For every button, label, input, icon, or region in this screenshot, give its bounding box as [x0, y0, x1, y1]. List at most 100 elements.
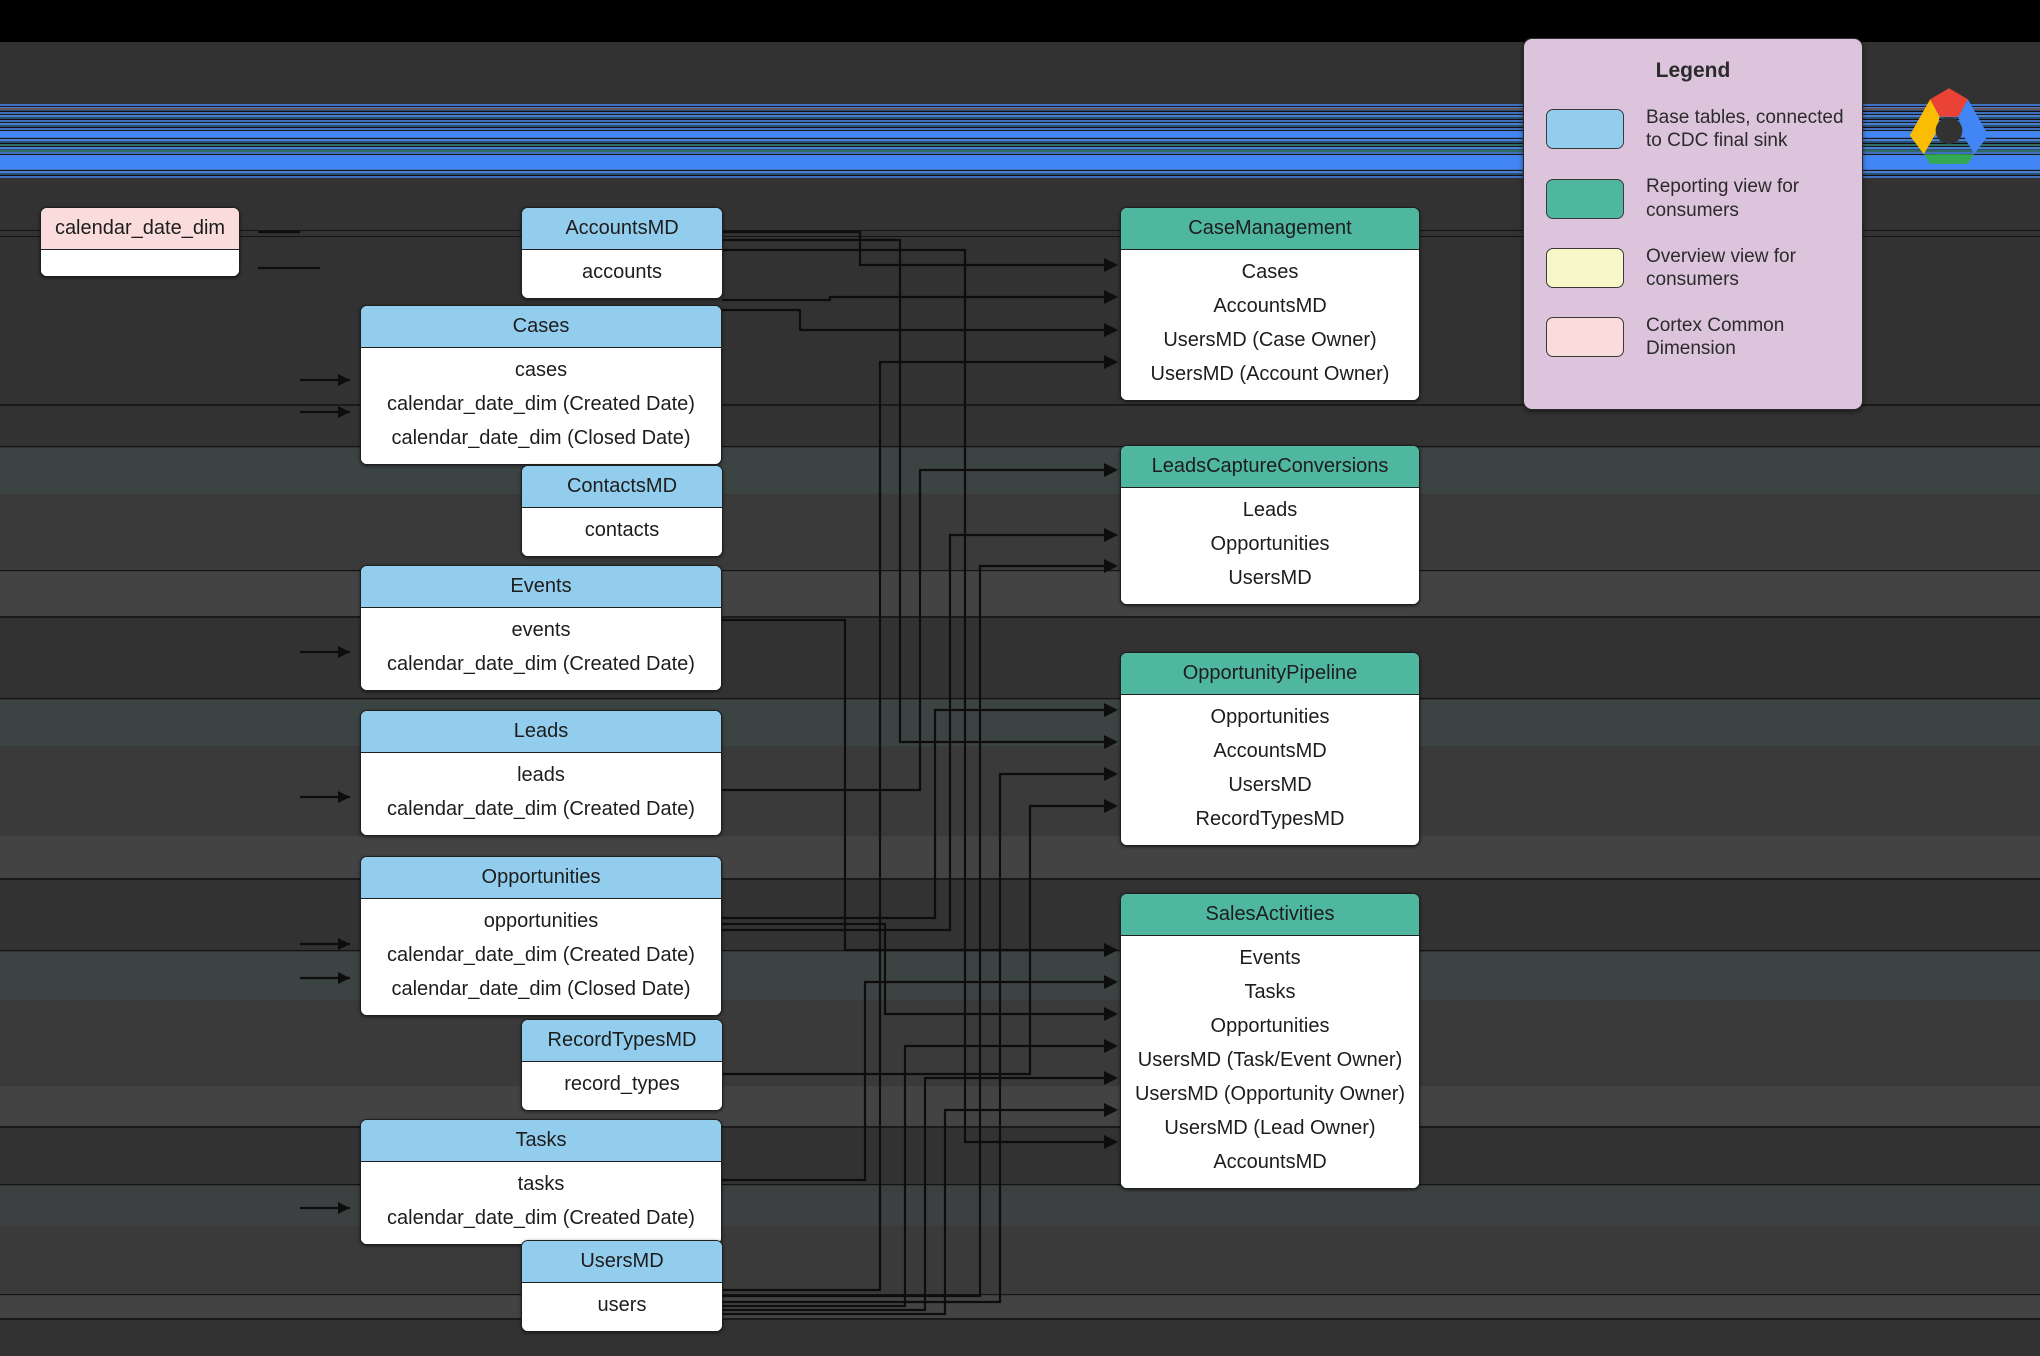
node-title: OpportunityPipeline: [1121, 653, 1419, 695]
background-band: [0, 836, 2040, 880]
node-field: opportunities: [483, 910, 599, 932]
node-field: contacts: [584, 519, 660, 541]
background-band: [0, 700, 2040, 746]
node-field: AccountsMD: [1213, 1151, 1327, 1173]
node-title: Tasks: [361, 1120, 721, 1162]
node-tasks[interactable]: Tasks tasks calendar_date_dim (Created D…: [360, 1119, 722, 1245]
node-salesactivities[interactable]: SalesActivities Events Tasks Opportuniti…: [1120, 893, 1420, 1189]
artifact-line: [0, 878, 2040, 880]
artifact-line: [0, 570, 2040, 571]
node-body: accounts: [522, 250, 722, 298]
node-title: Leads: [361, 711, 721, 753]
node-field: tasks: [517, 1173, 565, 1195]
node-body: tasks calendar_date_dim (Created Date): [361, 1162, 721, 1244]
artifact-line: [0, 698, 2040, 699]
node-field: Events: [1239, 947, 1301, 969]
legend-label: Reporting view for consumers: [1646, 176, 1800, 221]
artifact-line: [0, 950, 2040, 951]
node-title: CaseManagement: [1121, 208, 1419, 250]
node-body: [41, 250, 239, 276]
artifact-line: [0, 1126, 2040, 1128]
node-body: Events Tasks Opportunities UsersMD (Task…: [1121, 936, 1419, 1188]
node-contactsmd[interactable]: ContactsMD contacts: [521, 465, 723, 557]
legend-swatch-reporting-view: [1546, 178, 1624, 219]
node-opportunitypipeline[interactable]: OpportunityPipeline Opportunities Accoun…: [1120, 652, 1420, 846]
legend-title: Legend: [1655, 59, 1731, 82]
artifact-line: [0, 230, 2040, 231]
node-recordtypesmd[interactable]: RecordTypesMD record_types: [521, 1019, 723, 1111]
node-field: RecordTypesMD: [1195, 808, 1345, 830]
google-cloud-logo: [1909, 88, 1989, 164]
artifact-line: [0, 616, 2040, 618]
node-title: ContactsMD: [522, 466, 722, 508]
background-band: [0, 494, 2040, 572]
node-title: Opportunities: [361, 857, 721, 899]
node-field: Opportunities: [1210, 1015, 1330, 1037]
node-field: UsersMD: [1228, 567, 1312, 589]
node-field: UsersMD (Opportunity Owner): [1134, 1083, 1406, 1105]
node-title: AccountsMD: [522, 208, 722, 250]
node-title: calendar_date_dim: [41, 208, 239, 250]
node-field: accounts: [581, 261, 663, 283]
node-body: events calendar_date_dim (Created Date): [361, 608, 721, 690]
node-body: record_types: [522, 1062, 722, 1110]
node-body: users: [522, 1283, 722, 1331]
node-field: events: [511, 619, 571, 641]
node-usersmd[interactable]: UsersMD users: [521, 1240, 723, 1332]
node-casemanagement[interactable]: CaseManagement Cases AccountsMD UsersMD …: [1120, 207, 1420, 401]
background-band: [0, 1000, 2040, 1086]
artifact-line: [0, 1184, 2040, 1185]
node-title: RecordTypesMD: [522, 1020, 722, 1062]
node-calendar-date-dim[interactable]: calendar_date_dim: [40, 207, 240, 277]
legend-label: Cortex Common Dimension: [1646, 315, 1785, 360]
background-band: [0, 952, 2040, 1000]
legend-item-cortex-dimension: Cortex Common Dimension: [1546, 314, 1862, 360]
node-title: UsersMD: [522, 1241, 722, 1283]
node-field: calendar_date_dim (Created Date): [387, 944, 695, 966]
legend-item-reporting-view: Reporting view for consumers: [1546, 175, 1862, 221]
node-title: Cases: [361, 306, 721, 348]
node-events[interactable]: Events events calendar_date_dim (Created…: [360, 565, 722, 691]
artifact-line: [0, 1318, 2040, 1320]
node-leads[interactable]: Leads leads calendar_date_dim (Created D…: [360, 710, 722, 836]
node-opportunities[interactable]: Opportunities opportunities calendar_dat…: [360, 856, 722, 1016]
node-cases[interactable]: Cases cases calendar_date_dim (Created D…: [360, 305, 722, 465]
legend-item-overview-view: Overview view for consumers: [1546, 245, 1862, 291]
legend-label: Overview view for consumers: [1646, 245, 1796, 290]
node-body: cases calendar_date_dim (Created Date) c…: [361, 348, 721, 464]
background-band: [0, 448, 2040, 494]
node-body: Cases AccountsMD UsersMD (Case Owner) Us…: [1121, 250, 1419, 400]
background-band: [0, 572, 2040, 616]
node-field: calendar_date_dim (Created Date): [387, 1207, 695, 1229]
node-field: AccountsMD: [1213, 740, 1327, 762]
legend-swatch-overview-view: [1546, 247, 1624, 288]
node-field: leads: [517, 764, 565, 786]
node-field: calendar_date_dim (Created Date): [387, 653, 695, 675]
node-body: leads calendar_date_dim (Created Date): [361, 753, 721, 835]
node-field: Tasks: [1244, 981, 1296, 1003]
node-field: Opportunities: [1210, 706, 1330, 728]
background-band: [0, 1296, 2040, 1318]
node-field: Leads: [1242, 499, 1298, 521]
node-field: Opportunities: [1210, 533, 1330, 555]
node-field: UsersMD (Task/Event Owner): [1137, 1049, 1403, 1071]
node-body: contacts: [522, 508, 722, 556]
node-leadscaptureconversions[interactable]: LeadsCaptureConversions Leads Opportunit…: [1120, 445, 1420, 605]
node-field: AccountsMD: [1213, 295, 1327, 317]
background-band: [0, 1086, 2040, 1126]
legend-panel: Legend Base tables, connected to CDC fin…: [1523, 38, 1863, 410]
legend-item-base-tables: Base tables, connected to CDC final sink: [1546, 106, 1862, 152]
node-body: Leads Opportunities UsersMD: [1121, 488, 1419, 604]
node-field: calendar_date_dim (Created Date): [387, 393, 695, 415]
node-field: calendar_date_dim (Created Date): [387, 798, 695, 820]
node-field: Cases: [1241, 261, 1299, 283]
node-field: UsersMD: [1228, 774, 1312, 796]
node-field: cases: [514, 359, 568, 381]
node-field: UsersMD (Account Owner): [1150, 363, 1390, 385]
node-field: calendar_date_dim (Closed Date): [391, 427, 691, 449]
node-field: UsersMD (Lead Owner): [1164, 1117, 1376, 1139]
node-title: SalesActivities: [1121, 894, 1419, 936]
node-field: UsersMD (Case Owner): [1163, 329, 1377, 351]
node-accountsmd[interactable]: AccountsMD accounts: [521, 207, 723, 299]
